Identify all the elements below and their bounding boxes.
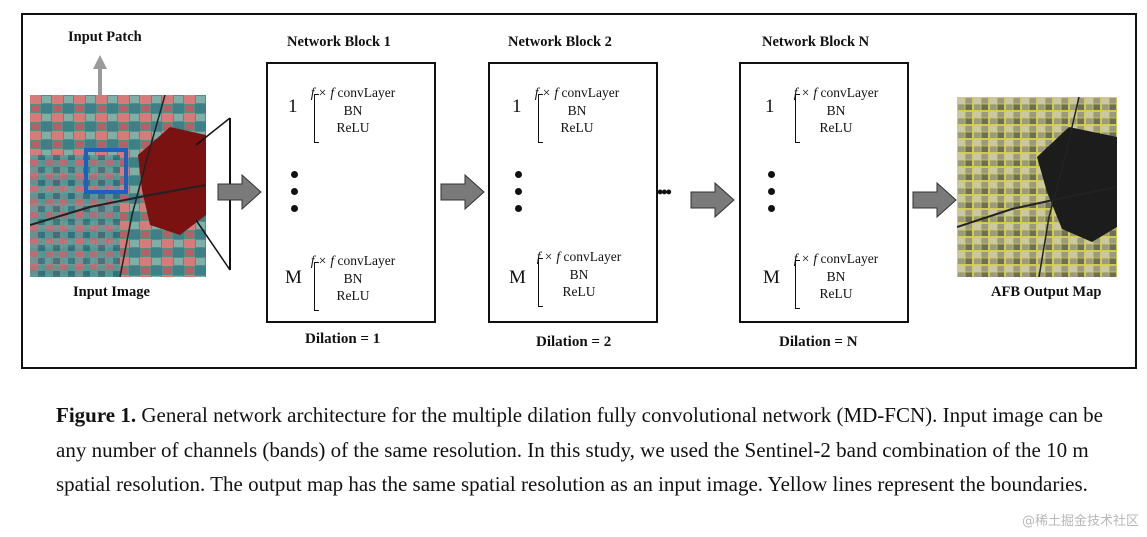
output-map-label: AFB Output Map xyxy=(991,284,1102,300)
dot xyxy=(515,205,522,212)
dot xyxy=(768,188,775,195)
input-image xyxy=(30,95,206,277)
layer-bracket xyxy=(538,258,543,307)
conv-label: convLayer xyxy=(820,85,879,100)
relu-label: ReLU xyxy=(819,286,853,301)
conv-label: convLayer xyxy=(561,85,620,100)
figure-frame xyxy=(21,13,1137,369)
dot xyxy=(291,171,298,178)
conv-label: convLayer xyxy=(820,251,879,266)
input-patch-label: Input Patch xyxy=(68,29,142,45)
figure-caption: Figure 1. General network architecture f… xyxy=(56,398,1116,502)
layer-bracket xyxy=(314,94,319,143)
network-block-2: 1 f × f convLayer BN ReLU M f × f convLa… xyxy=(488,62,658,323)
relu-label: ReLU xyxy=(336,288,370,303)
arrow-to-block-n xyxy=(690,181,735,219)
layer-group-first: f × f convLayer BN ReLU xyxy=(298,84,408,137)
bn-label: BN xyxy=(826,268,846,284)
layer-bracket xyxy=(314,262,319,311)
network-block-n: 1 f × f convLayer BN ReLU M f × f convLa… xyxy=(739,62,909,323)
bn-label: BN xyxy=(343,270,363,286)
layer-bracket xyxy=(538,94,543,143)
layer-group-last: f × f convLayer BN ReLU xyxy=(298,252,408,305)
layer-group-first: f × f convLayer BN ReLU xyxy=(522,84,632,137)
layer-index-first: 1 xyxy=(765,96,775,117)
dot xyxy=(291,205,298,212)
dot xyxy=(515,171,522,178)
relu-label: ReLU xyxy=(819,120,853,135)
bn-label: BN xyxy=(343,102,363,118)
afb-output-map xyxy=(957,97,1117,277)
arrow-to-block-1 xyxy=(217,173,262,211)
bn-label: BN xyxy=(826,102,846,118)
relu-label: ReLU xyxy=(562,284,596,299)
layer-bracket xyxy=(795,94,800,143)
dot xyxy=(515,188,522,195)
block-1-dilation: Dilation = 1 xyxy=(305,331,381,347)
network-block-1: 1 f × f convLayer BN ReLU M f × f convLa… xyxy=(266,62,436,323)
dot xyxy=(768,205,775,212)
caption-head: Figure 1. xyxy=(56,403,137,427)
block-1-title: Network Block 1 xyxy=(287,34,391,50)
block-2-title: Network Block 2 xyxy=(508,34,612,50)
layer-index-last: M xyxy=(285,267,302,288)
dot xyxy=(768,171,775,178)
input-image-label: Input Image xyxy=(73,284,150,300)
relu-label: ReLU xyxy=(560,120,594,135)
input-patch-box xyxy=(84,148,128,194)
ellipsis: ••• xyxy=(657,182,672,202)
caption-text: General network architecture for the mul… xyxy=(56,403,1103,496)
layer-index-first: 1 xyxy=(512,96,522,117)
relu-label: ReLU xyxy=(336,120,370,135)
layer-group-first: f × f convLayer BN ReLU xyxy=(781,84,891,137)
dot xyxy=(291,188,298,195)
watermark: @稀土掘金技术社区 xyxy=(1021,514,1139,529)
layer-index-last: M xyxy=(763,267,780,288)
layer-group-last: f × f convLayer BN ReLU xyxy=(524,248,634,301)
layer-index-last: M xyxy=(509,267,526,288)
block-n-title: Network Block N xyxy=(762,34,870,50)
arrow-block-1-to-2 xyxy=(440,173,485,211)
layer-group-last: f × f convLayer BN ReLU xyxy=(781,250,891,303)
bn-label: BN xyxy=(569,266,589,282)
layer-index-first: 1 xyxy=(288,96,298,117)
conv-label: convLayer xyxy=(337,85,396,100)
block-2-dilation: Dilation = 2 xyxy=(536,334,612,350)
conv-label: convLayer xyxy=(563,249,622,264)
bn-label: BN xyxy=(567,102,587,118)
conv-label: convLayer xyxy=(337,253,396,268)
arrow-to-output xyxy=(912,181,957,219)
block-n-dilation: Dilation = N xyxy=(779,334,858,350)
layer-bracket xyxy=(795,260,800,309)
